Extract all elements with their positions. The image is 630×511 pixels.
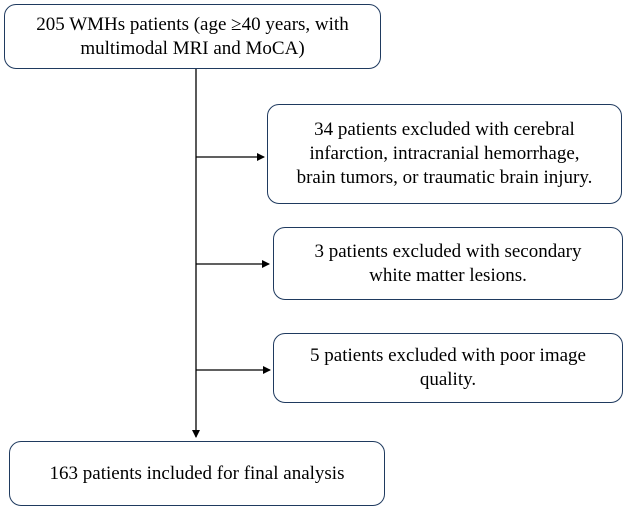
exclusion-1-line-1: 34 patients excluded with cerebral: [314, 119, 575, 140]
start-box-line-2: multimodal MRI and MoCA): [80, 37, 305, 59]
exclusion-3-line-1: 5 patients excluded with poor image: [310, 345, 586, 366]
exclusion-2-line-1: 3 patients excluded with secondary: [314, 240, 582, 262]
final-box: 163 patients included for final analysis: [9, 441, 385, 506]
exclusion-box-2: 3 patients excluded with secondary white…: [273, 227, 623, 300]
exclusion-box-3: 5 patients excluded with poor image qual…: [273, 333, 623, 403]
exclusion-2-line-2: white matter lesions.: [369, 264, 527, 286]
exclusion-3-line-2: quality.: [419, 369, 477, 390]
final-box-line-1: 163 patients included for final analysis: [49, 462, 345, 484]
start-box: 205 WMHs patients (age ≥40 years, with m…: [4, 4, 381, 69]
start-box-line-1: 205 WMHs patients (age ≥40 years, with: [36, 13, 349, 35]
exclusion-box-1: 34 patients excluded with cerebral infar…: [267, 104, 622, 204]
exclusion-1-line-3: brain tumors, or traumatic brain injury.: [296, 167, 593, 188]
exclusion-1-line-2: infarction, intracranial hemorrhage,: [309, 143, 580, 164]
